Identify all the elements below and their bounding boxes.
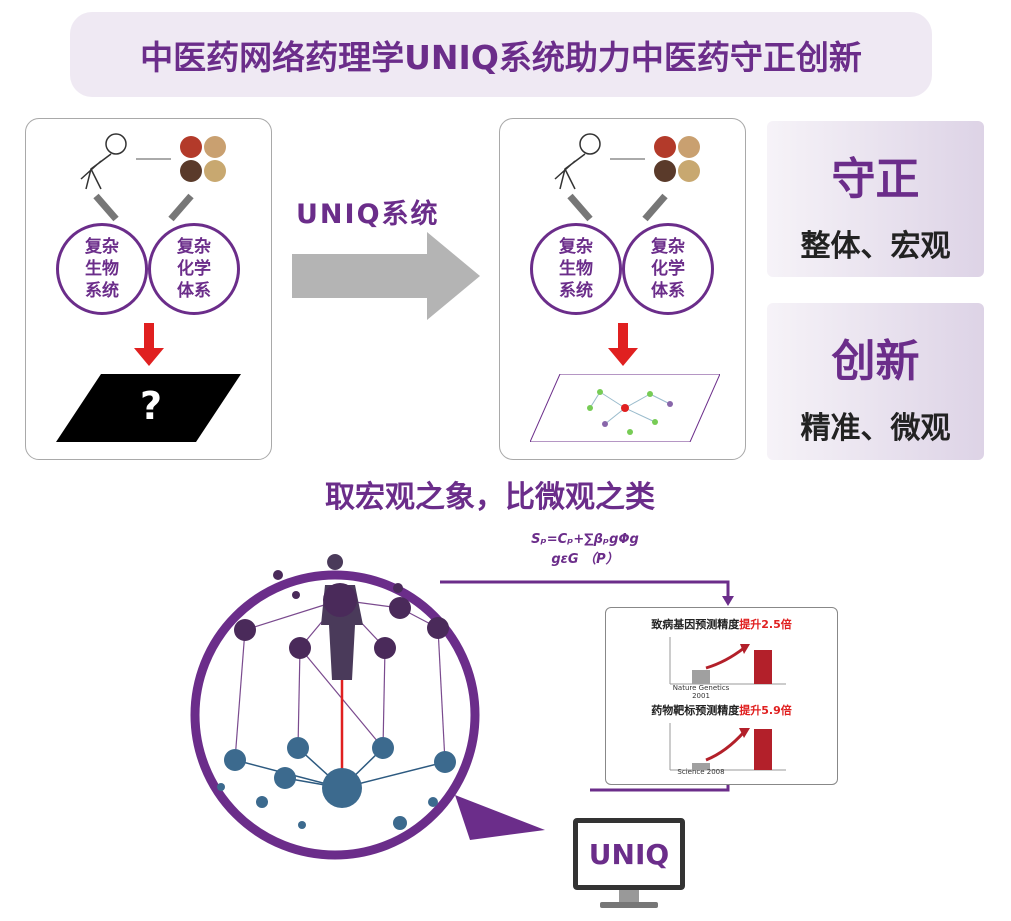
- panel-subtitle: 整体、宏观: [800, 229, 951, 264]
- unknown-parallelogram: [56, 374, 241, 442]
- chart-1: [669, 637, 786, 685]
- monitor-uniq-logo: UNIQ: [573, 818, 685, 890]
- bar-baseline: [692, 670, 710, 684]
- bar-uniq: [754, 650, 772, 684]
- chart-highlight: 提升5.9倍: [739, 704, 792, 717]
- monitor-stand: [619, 890, 639, 902]
- patient-herbs-icon: [80, 133, 226, 190]
- network-diagram: [190, 554, 734, 860]
- chart-title-text: 致病基因预测精度: [651, 618, 740, 631]
- network-plane: [530, 374, 720, 442]
- monitor-base: [600, 902, 658, 908]
- formula-line-1: Sₚ=Cₚ+∑βₚgΦg: [531, 532, 639, 547]
- complex-bio-system: 复杂生物系统: [56, 223, 148, 315]
- gray-arrows-icon: [93, 193, 194, 222]
- before-panel: 复杂生物系统 复杂化学体系 ?: [25, 118, 272, 460]
- big-arrow-icon: [292, 232, 480, 320]
- panel-chuangxin: 创新精准、微观: [767, 303, 984, 460]
- chart-1-baseline-label: Nature Genetics 2001: [672, 684, 730, 700]
- chart-title-1: 致病基因预测精度提升2.5倍: [606, 616, 837, 632]
- panel-subtitle: 精准、微观: [800, 411, 951, 446]
- arrow-label: UNIQ系统: [296, 199, 440, 230]
- chart-2-baseline-label: Science 2008: [677, 768, 725, 776]
- red-arrow-icon: [134, 323, 164, 366]
- panel-title: 守正: [831, 154, 920, 205]
- complex-bio-system: 复杂生物系统: [530, 223, 622, 315]
- after-panel: 复杂生物系统 复杂化学体系: [499, 118, 746, 460]
- chart-title-text: 药物靶标预测精度: [651, 704, 740, 717]
- chart-2: [669, 723, 786, 771]
- panel-shouzheng: 守正整体、宏观: [767, 121, 984, 277]
- red-arrow-icon: [608, 323, 638, 366]
- formula-line-2: gεG （P）: [551, 552, 619, 567]
- chart-title-2: 药物靶标预测精度提升5.9倍: [606, 702, 837, 718]
- patient-herbs-icon: [554, 133, 700, 190]
- unknown-mark: ?: [139, 384, 163, 428]
- complex-chem-system: 复杂化学体系: [148, 223, 240, 315]
- complex-chem-system: 复杂化学体系: [622, 223, 714, 315]
- results-chart-box: 致病基因预测精度提升2.5倍 Nature Genetics 2001 药物靶标…: [605, 607, 838, 785]
- gray-arrows-icon: [567, 193, 668, 222]
- chart-highlight: 提升2.5倍: [739, 618, 792, 631]
- bar-baseline: [692, 763, 710, 770]
- panel-title: 创新: [831, 336, 920, 387]
- page-title: 中医药网络药理学UNIQ系统助力中医药守正创新: [70, 12, 932, 97]
- formula: Sₚ=Cₚ+∑βₚgΦg gεG （P）: [520, 530, 650, 570]
- subtitle: 取宏观之象，比微观之类: [325, 480, 655, 515]
- bar-uniq: [754, 729, 772, 770]
